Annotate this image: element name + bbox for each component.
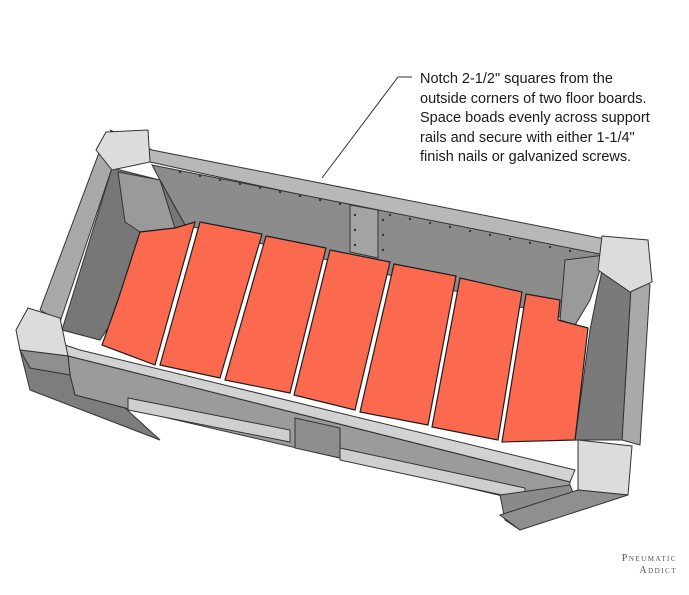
corner-post-front-left-side bbox=[19, 349, 71, 376]
support-block-right bbox=[559, 254, 606, 326]
brand-line-1: Pneumatic bbox=[621, 553, 677, 564]
corner-post-back-right bbox=[597, 235, 653, 293]
screw-holes bbox=[178, 170, 572, 253]
floor-boards bbox=[101, 221, 589, 443]
annotation-text: Notch 2-1/2" squares from the outside co… bbox=[420, 71, 650, 165]
leader-line bbox=[321, 76, 412, 179]
corner-post-front-right-side bbox=[498, 489, 629, 531]
corner-post-front-right bbox=[577, 439, 633, 496]
floor-board-3 bbox=[224, 235, 327, 394]
center-support bbox=[349, 204, 379, 259]
brand-watermark: Pneumatic Addict bbox=[622, 553, 677, 577]
corner-post-back-left bbox=[95, 129, 151, 171]
front-center-post bbox=[294, 417, 341, 459]
brand-line-2: Addict bbox=[639, 565, 677, 576]
floor-board-6 bbox=[431, 277, 523, 441]
floor-board-2 bbox=[159, 221, 263, 379]
front-lower-rail bbox=[127, 397, 291, 443]
floor-board-5 bbox=[359, 263, 457, 426]
floor-board-1 bbox=[101, 221, 196, 366]
floor-board-7 bbox=[501, 293, 589, 443]
floor-board-4 bbox=[293, 249, 391, 411]
